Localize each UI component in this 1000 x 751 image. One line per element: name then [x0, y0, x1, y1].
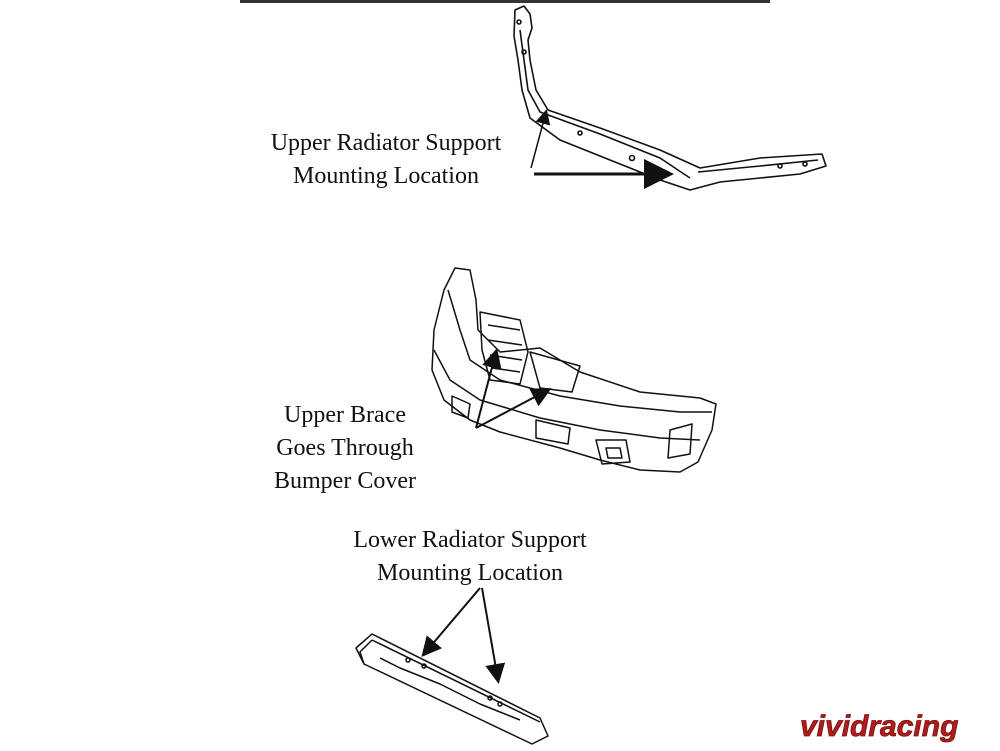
- lower-support-label-line1: Lower Radiator Support: [353, 527, 587, 553]
- lower-support-arrows: [421, 587, 506, 684]
- upper-support-label: Upper Radiator Support Mounting Location: [236, 127, 536, 193]
- upper-brace-label-line3: Bumper Cover: [274, 468, 416, 494]
- upper-support-arrows: [530, 109, 674, 189]
- lower-support-label-line2: Mounting Location: [377, 560, 563, 586]
- watermark-text: vividracing: [800, 710, 958, 743]
- upper-brace-label-line1: Upper Brace: [284, 402, 406, 428]
- lower-radiator-support-part: [355, 633, 549, 745]
- cropped-header-text: [240, 0, 770, 3]
- upper-support-label-line2: Mounting Location: [293, 163, 479, 189]
- lower-support-label: Lower Radiator Support Mounting Location: [320, 524, 620, 590]
- upper-brace-arrows: [475, 348, 552, 429]
- upper-brace-label-line2: Goes Through: [276, 435, 414, 461]
- upper-brace-label: Upper Brace Goes Through Bumper Cover: [240, 399, 450, 498]
- vividracing-watermark-logo: vividracing: [800, 710, 959, 744]
- upper-support-label-line1: Upper Radiator Support: [270, 130, 502, 156]
- upper-radiator-support-part: [513, 5, 827, 191]
- bumper-cover-part: [431, 267, 717, 473]
